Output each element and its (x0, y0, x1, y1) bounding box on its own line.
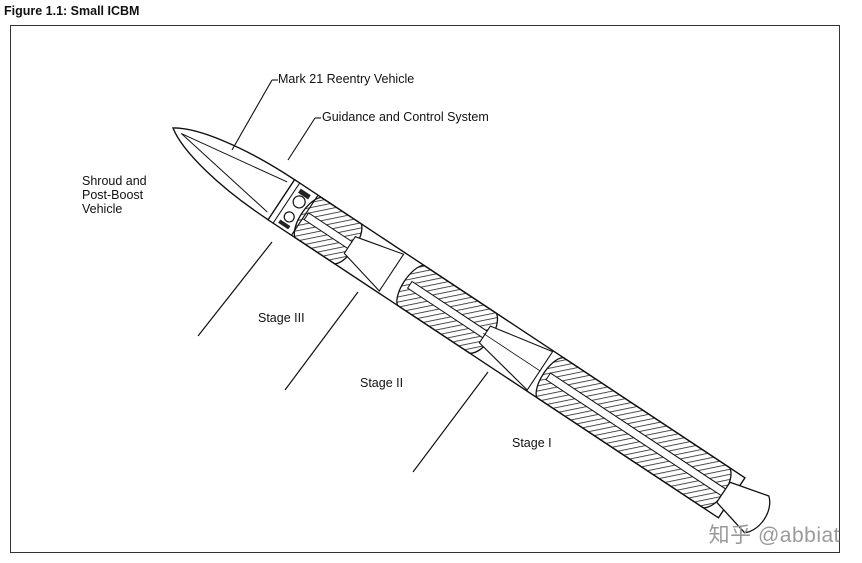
label-shroud-line3: Vehicle (82, 202, 123, 216)
label-shroud-line1: Shroud and (82, 174, 147, 188)
reentry-vehicle-cone (181, 133, 288, 183)
figure-frame (10, 25, 840, 553)
stage-1-motor (535, 356, 771, 534)
leader-reentry (231, 79, 273, 151)
stage-divider-3 (412, 371, 489, 473)
stage-2-motor (396, 264, 554, 391)
stage-divider-2 (284, 291, 359, 391)
label-stage-1: Stage I (512, 436, 552, 450)
label-stage-2: Stage II (360, 376, 404, 390)
stage-divider-1 (197, 241, 273, 337)
label-guidance-system: Guidance and Control System (322, 110, 489, 124)
missile (171, 127, 771, 534)
nose-shroud (171, 127, 296, 221)
label-reentry-vehicle: Mark 21 Reentry Vehicle (278, 72, 415, 86)
label-shroud-line2: Post-Boost (82, 188, 144, 202)
stage-3-motor (293, 196, 405, 292)
label-stage-3: Stage III (258, 311, 305, 325)
leader-guidance (287, 117, 316, 161)
figure-title: Figure 1.1: Small ICBM (4, 4, 140, 18)
watermark: 知乎 @abbiat (708, 524, 840, 547)
guidance-section (267, 178, 319, 237)
